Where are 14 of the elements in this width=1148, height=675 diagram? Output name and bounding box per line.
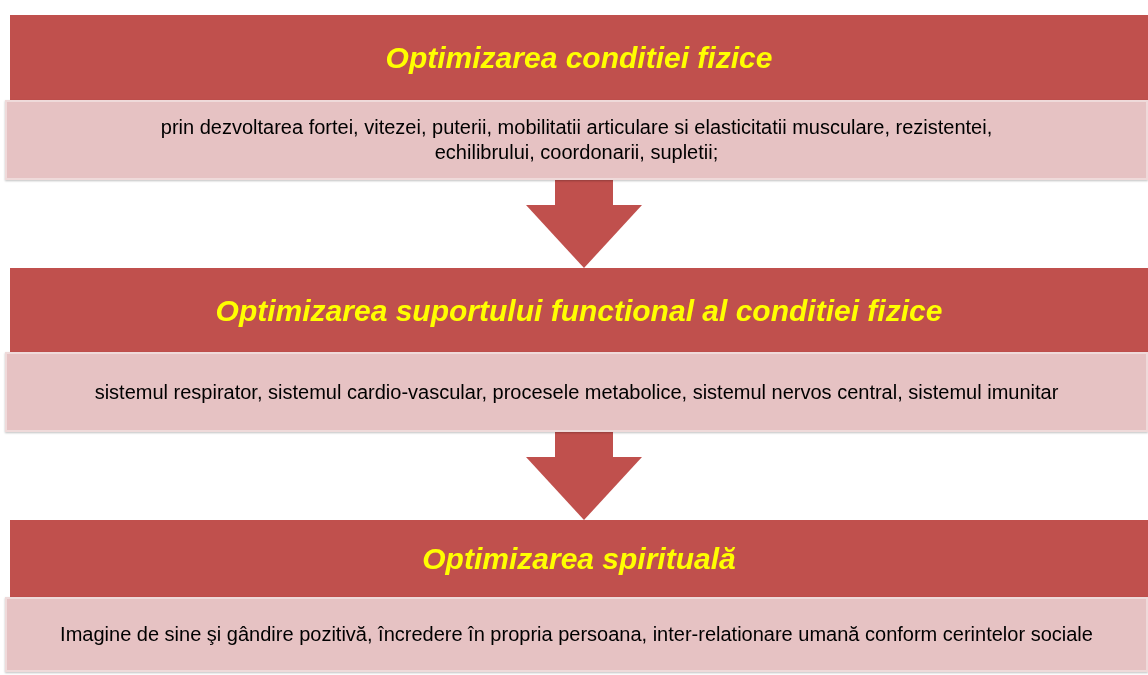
description-bar [5, 100, 1148, 180]
section-title: Optimizarea spirituală [422, 542, 736, 576]
description-text: sistemul respirator, sistemul cardio-vascular, procesele metabolice, sistemul nervos central, sistemul imunitar [93, 379, 1060, 405]
section-header [10, 268, 1148, 353]
down-arrow [526, 180, 642, 268]
description-bar [5, 597, 1148, 672]
description-bar [5, 352, 1148, 432]
down-arrow [526, 432, 642, 520]
description-text: prin dezvoltarea fortei, vitezei, puterii, mobilitatii articulare si elasticitatii musculare, rezistentei, echilibrului, coordonarii, supletii; [159, 115, 994, 165]
description-text: Imagine de sine şi gândire pozitivă, încredere în propria persoana, inter-relationare umană conform cerintelor sociale [59, 622, 1094, 647]
section-header [10, 15, 1148, 101]
section-title: Optimizarea suportului functional al conditiei fizice [215, 293, 943, 328]
section-header [10, 520, 1148, 598]
section-title: Optimizarea conditiei fizice [385, 41, 773, 75]
